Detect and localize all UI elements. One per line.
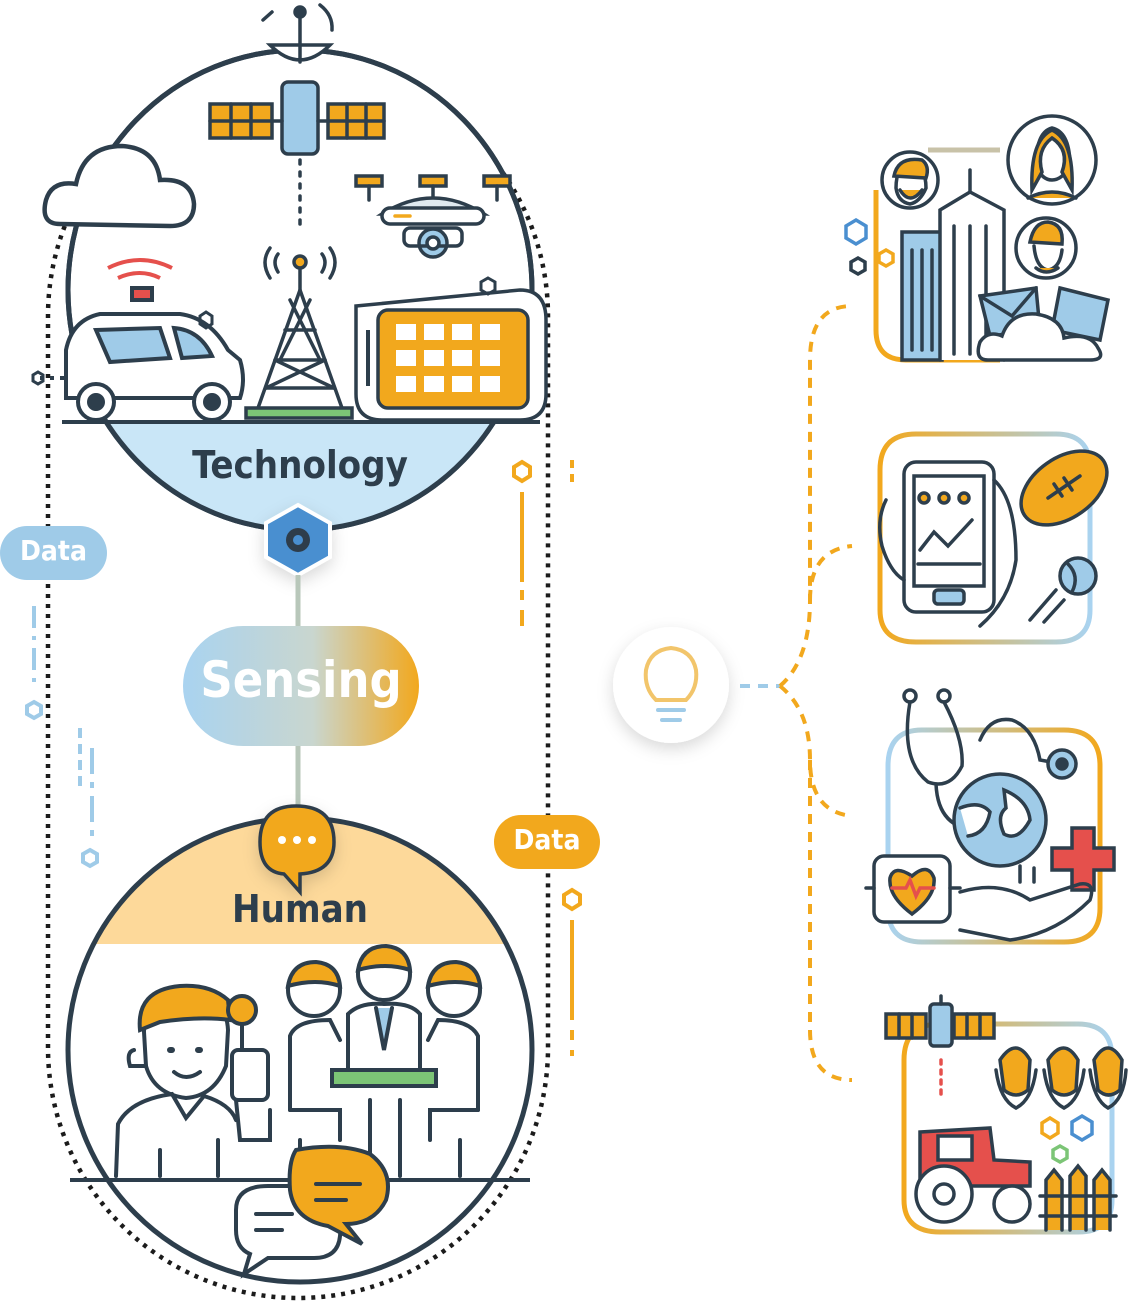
smart-farming-icon <box>884 994 1128 1235</box>
lightbulb-hub <box>613 627 729 743</box>
healthcare-icon <box>864 688 1116 945</box>
data-label-left: Data <box>20 534 87 567</box>
gear-hexagon-icon <box>264 502 332 578</box>
data-pill-left <box>0 526 107 580</box>
speech-bubbles-icon <box>234 1144 390 1279</box>
smart-city-icon <box>844 114 1111 363</box>
satellite-icon <box>208 3 386 234</box>
data-pill-right <box>494 815 600 869</box>
lightbulb-icon <box>643 645 699 722</box>
data-label-right: Data <box>513 823 581 856</box>
sports-analytics-icon <box>877 431 1109 645</box>
self-driving-car-icon <box>40 258 245 422</box>
drone-icon <box>354 174 512 259</box>
data-flow-left <box>25 606 99 869</box>
sensing-pill <box>183 626 419 746</box>
sensing-label: Sensing <box>200 651 402 709</box>
meeting-people-icon <box>285 943 483 1178</box>
tablet-icon <box>354 288 548 422</box>
cell-tower-icon <box>244 246 354 420</box>
human-label: Human <box>232 887 368 931</box>
cloud-icon <box>42 143 197 229</box>
data-flow-right <box>512 459 582 1056</box>
hexagon-decor-icon <box>31 276 497 386</box>
technology-label: Technology <box>192 443 408 487</box>
branch-lines <box>740 304 853 1082</box>
presenter-person-icon <box>114 983 272 1178</box>
chat-bubble-icon <box>258 804 336 897</box>
